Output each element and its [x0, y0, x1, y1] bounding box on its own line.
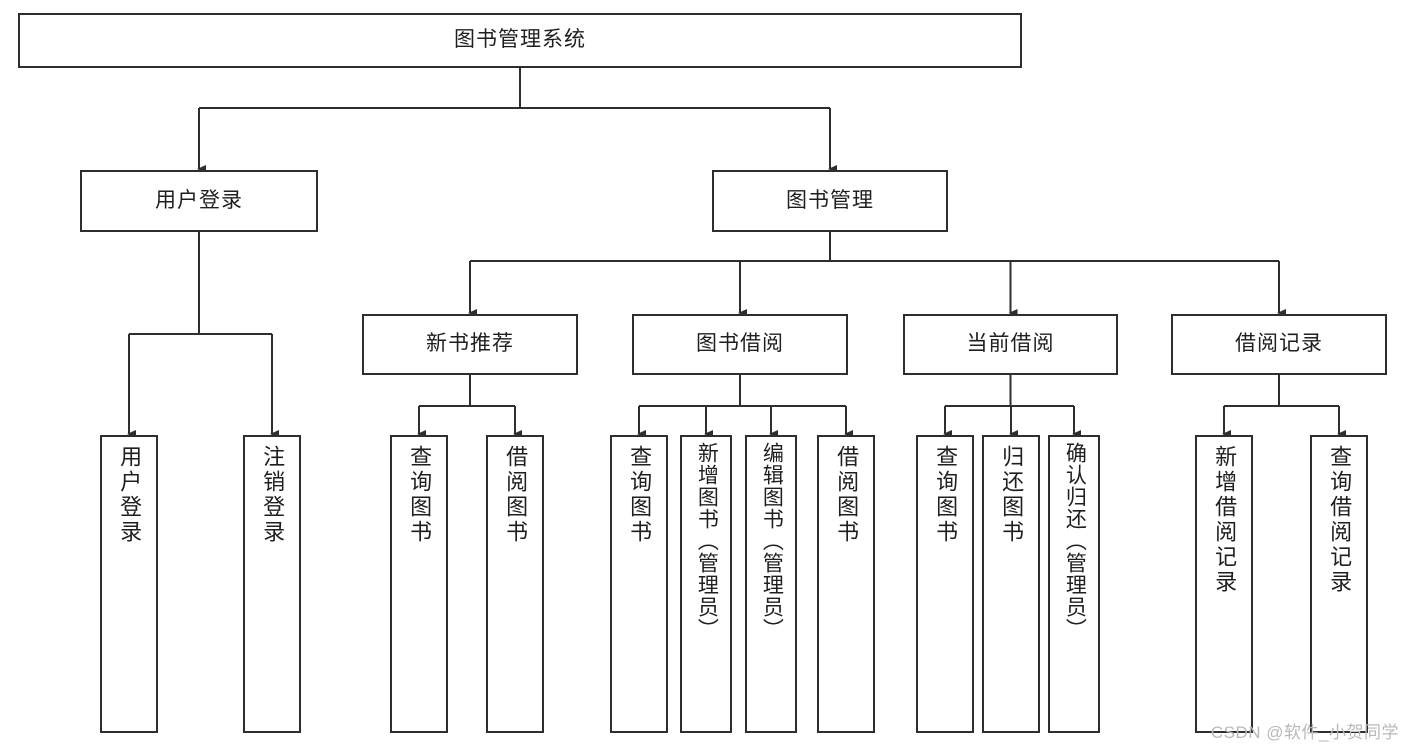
watermark-text: CSDN @软件_小贺同学 — [1210, 723, 1399, 742]
node-leaf-add-book-label: 新增图书（管理员） — [695, 442, 719, 640]
node-leaf-confirm-return-label: 确认归还（管理员） — [1063, 442, 1087, 640]
node-user-login-label: 用户登录 — [155, 188, 243, 212]
node-leaf-borrow-book-2[interactable]: 借阅图书 — [817, 435, 875, 733]
node-book-borrow-label: 图书借阅 — [696, 332, 784, 356]
node-root-system[interactable]: 图书管理系统 — [18, 13, 1022, 68]
node-leaf-add-book[interactable]: 新增图书（管理员） — [680, 435, 732, 733]
node-book-manage[interactable]: 图书管理 — [712, 170, 948, 232]
node-borrow-record-label: 借阅记录 — [1235, 332, 1323, 356]
node-leaf-query-book-2[interactable]: 查询图书 — [610, 435, 668, 733]
node-leaf-query-book-1[interactable]: 查询图书 — [390, 435, 448, 733]
node-leaf-return-book-label: 归还图书 — [999, 445, 1025, 545]
node-leaf-borrow-book-1[interactable]: 借阅图书 — [486, 435, 544, 733]
node-leaf-borrow-book-2-label: 借阅图书 — [834, 445, 860, 545]
node-current-borrow[interactable]: 当前借阅 — [903, 314, 1118, 375]
node-borrow-record[interactable]: 借阅记录 — [1171, 314, 1387, 375]
node-leaf-add-record-label: 新增借阅记录 — [1212, 445, 1238, 595]
node-leaf-edit-book[interactable]: 编辑图书（管理员） — [745, 435, 797, 733]
node-book-borrow[interactable]: 图书借阅 — [632, 314, 848, 375]
node-leaf-return-book[interactable]: 归还图书 — [982, 435, 1040, 733]
node-leaf-logout-login[interactable]: 注销登录 — [243, 435, 301, 733]
node-leaf-query-record[interactable]: 查询借阅记录 — [1310, 435, 1368, 733]
node-user-login[interactable]: 用户登录 — [80, 170, 318, 232]
node-root-label: 图书管理系统 — [454, 28, 586, 52]
node-new-book-recommend-label: 新书推荐 — [426, 332, 514, 356]
node-leaf-edit-book-label: 编辑图书（管理员） — [760, 442, 784, 640]
node-leaf-borrow-book-1-label: 借阅图书 — [503, 445, 529, 545]
node-leaf-user-login[interactable]: 用户登录 — [100, 435, 158, 733]
node-current-borrow-label: 当前借阅 — [966, 332, 1055, 356]
node-leaf-user-login-label: 用户登录 — [117, 445, 143, 545]
node-leaf-add-record[interactable]: 新增借阅记录 — [1195, 435, 1253, 733]
node-leaf-logout-login-label: 注销登录 — [260, 445, 286, 545]
node-leaf-query-record-label: 查询借阅记录 — [1327, 445, 1353, 595]
node-leaf-query-book-2-label: 查询图书 — [627, 445, 653, 545]
node-leaf-query-book-3-label: 查询图书 — [933, 445, 959, 545]
node-leaf-confirm-return[interactable]: 确认归还（管理员） — [1048, 435, 1100, 733]
node-leaf-query-book-1-label: 查询图书 — [407, 445, 433, 545]
node-leaf-query-book-3[interactable]: 查询图书 — [916, 435, 974, 733]
node-new-book-recommend[interactable]: 新书推荐 — [362, 314, 578, 375]
node-book-manage-label: 图书管理 — [786, 188, 874, 212]
